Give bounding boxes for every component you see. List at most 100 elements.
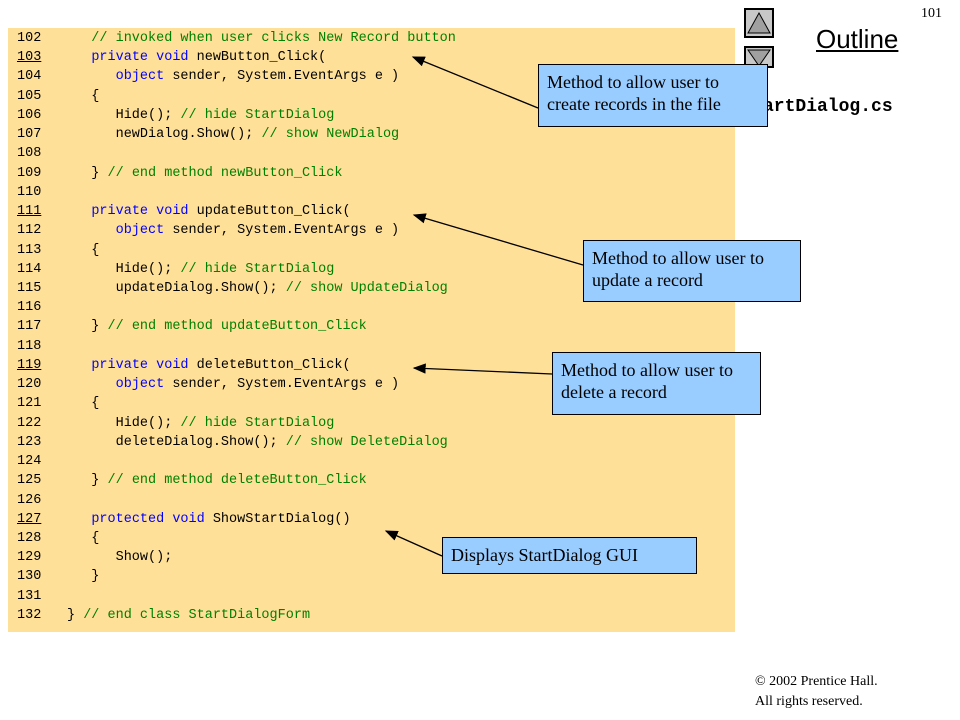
previous-slide-button[interactable] xyxy=(744,8,774,38)
next-slide-button[interactable] xyxy=(744,46,774,68)
code-line: 113 { xyxy=(8,241,735,260)
code-comment: // end class StartDialogForm xyxy=(83,607,311,623)
line-number: 126 xyxy=(17,492,42,508)
line-number: 118 xyxy=(17,338,42,354)
copyright-line-2: All rights reserved. xyxy=(755,694,863,709)
code-text: private void updateButton_Click( xyxy=(67,202,351,221)
code-line: 107 newDialog.Show(); // show NewDialog xyxy=(8,125,735,144)
code-line: 120 object sender, System.EventArgs e ) xyxy=(8,375,735,394)
code-line: 102 // invoked when user clicks New Reco… xyxy=(8,29,735,48)
code-comment: // show UpdateDialog xyxy=(285,280,448,296)
line-number: 103 xyxy=(17,50,42,66)
code-line: 123 deleteDialog.Show(); // show DeleteD… xyxy=(8,433,735,452)
code-line: 111 private void updateButton_Click( xyxy=(8,202,735,221)
code-line: 132} // end class StartDialogForm xyxy=(8,606,735,625)
line-number: 115 xyxy=(17,280,42,296)
code-text: object sender, System.EventArgs e ) xyxy=(67,221,400,240)
code-keyword: object xyxy=(115,377,165,393)
line-number: 108 xyxy=(17,146,42,162)
code-line: 116 xyxy=(8,298,735,317)
code-line: 128 { xyxy=(8,529,735,548)
code-listing: 102 // invoked when user clicks New Reco… xyxy=(8,28,735,632)
code-token: { xyxy=(67,530,100,546)
code-text: private void deleteButton_Click( xyxy=(67,356,351,375)
callout-show-dialog: Displays StartDialog GUI xyxy=(442,537,697,574)
line-number: 109 xyxy=(17,165,42,181)
code-text: newDialog.Show(); // show NewDialog xyxy=(67,125,400,144)
code-keyword: private void xyxy=(91,204,189,220)
code-keyword: object xyxy=(115,69,165,85)
code-keyword: object xyxy=(115,223,165,239)
code-comment: // end method updateButton_Click xyxy=(107,319,367,335)
code-token: deleteButton_Click( xyxy=(188,357,351,373)
code-token: { xyxy=(67,396,100,412)
code-token: } xyxy=(67,319,108,335)
code-keyword: protected void xyxy=(91,511,205,527)
code-token: sender, System.EventArgs e ) xyxy=(164,69,400,85)
page-number: 101 xyxy=(921,6,942,21)
code-text: Show(); xyxy=(67,548,173,567)
line-number: 113 xyxy=(17,242,42,258)
code-comment: // invoked when user clicks New Record b… xyxy=(67,31,456,46)
line-number: 119 xyxy=(17,357,42,373)
code-line: 114 Hide(); // hide StartDialog xyxy=(8,260,735,279)
code-token: { xyxy=(67,88,100,104)
line-number: 128 xyxy=(17,530,42,546)
code-text: Hide(); // hide StartDialog xyxy=(67,260,335,279)
code-text: } // end class StartDialogForm xyxy=(67,606,310,625)
copyright-line-1: © 2002 Prentice Hall. xyxy=(755,674,878,689)
line-number: 116 xyxy=(17,300,42,316)
code-text: object sender, System.EventArgs e ) xyxy=(67,67,400,86)
code-text: private void newButton_Click( xyxy=(67,48,326,67)
filename-label: artDialog.cs xyxy=(763,97,893,117)
line-number: 123 xyxy=(17,434,42,450)
code-comment: // hide StartDialog xyxy=(180,415,335,431)
line-number: 107 xyxy=(17,127,42,143)
line-number: 104 xyxy=(17,69,42,85)
code-token: Hide(); xyxy=(67,261,181,277)
code-line: 110 xyxy=(8,183,735,202)
code-line: 126 xyxy=(8,491,735,510)
callout-new-record: Method to allow user to create records i… xyxy=(538,64,768,127)
line-number: 125 xyxy=(17,473,42,489)
line-number: 112 xyxy=(17,223,42,239)
outline-link[interactable]: Outline xyxy=(816,24,899,54)
code-text: } // end method updateButton_Click xyxy=(67,317,367,336)
code-token: updateButton_Click( xyxy=(188,204,351,220)
code-comment: // end method deleteButton_Click xyxy=(107,473,367,489)
line-number: 105 xyxy=(17,88,42,104)
code-text: Hide(); // hide StartDialog xyxy=(67,106,335,125)
code-line: 105 { xyxy=(8,87,735,106)
line-number: 129 xyxy=(17,550,42,566)
code-token: Show(); xyxy=(67,550,173,566)
code-token: newDialog.Show(); xyxy=(67,127,262,143)
code-line: 121 { xyxy=(8,394,735,413)
code-comment: // show NewDialog xyxy=(261,127,400,143)
line-number: 120 xyxy=(17,377,42,393)
code-text: object sender, System.EventArgs e ) xyxy=(67,375,400,394)
code-line: 104 object sender, System.EventArgs e ) xyxy=(8,67,735,86)
code-line: 118 xyxy=(8,337,735,356)
code-line: 106 Hide(); // hide StartDialog xyxy=(8,106,735,125)
arrow-new-record xyxy=(411,56,539,109)
line-number: 102 xyxy=(17,31,42,46)
code-line: 119 private void deleteButton_Click( xyxy=(8,356,735,375)
line-number: 127 xyxy=(17,511,42,527)
code-keyword: private void xyxy=(91,357,189,373)
code-token: deleteDialog.Show(); xyxy=(67,434,286,450)
code-line: 124 xyxy=(8,452,735,471)
line-number: 132 xyxy=(17,607,42,623)
code-text: } // end method newButton_Click xyxy=(67,164,342,183)
code-text: { xyxy=(67,87,99,106)
code-line: 129 Show(); xyxy=(8,548,735,567)
code-text: // invoked when user clicks New Record b… xyxy=(67,29,456,48)
code-text: } // end method deleteButton_Click xyxy=(67,471,367,490)
copyright-notice: © 2002 Prentice Hall. All rights reserve… xyxy=(755,672,878,712)
code-token: } xyxy=(67,607,84,623)
triangle-down-icon xyxy=(747,49,771,66)
code-token: sender, System.EventArgs e ) xyxy=(164,377,400,393)
code-token: } xyxy=(67,165,108,181)
code-token: ShowStartDialog() xyxy=(204,511,351,527)
code-line: 127 protected void ShowStartDialog() xyxy=(8,510,735,529)
